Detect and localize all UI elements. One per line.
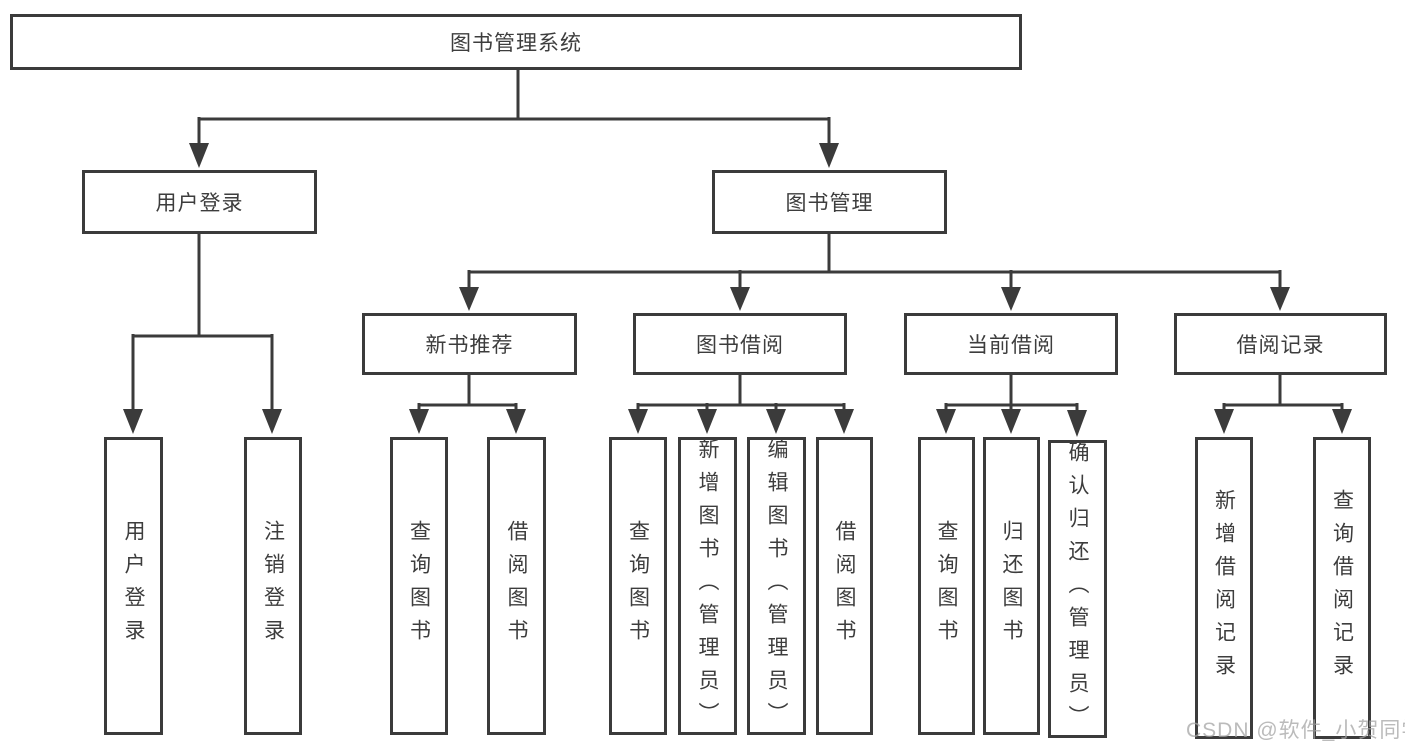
node-user-login: 用户登录 bbox=[82, 170, 317, 234]
leaf-br-add-record-label: 新增借阅记录 bbox=[1212, 489, 1236, 687]
leaf-user-login-label: 用户登录 bbox=[122, 520, 145, 652]
leaf-nbr-query-book: 查询图书 bbox=[390, 437, 448, 735]
node-current-borrow-label: 当前借阅 bbox=[967, 334, 1055, 357]
leaf-nbr-borrow-book: 借阅图书 bbox=[487, 437, 546, 735]
leaf-bb-query-book: 查询图书 bbox=[609, 437, 667, 735]
node-book-borrow-label: 图书借阅 bbox=[696, 334, 784, 357]
node-new-book-recommend: 新书推荐 bbox=[362, 313, 577, 375]
node-root-label: 图书管理系统 bbox=[450, 32, 582, 55]
leaf-bb-add-book-admin: 新增图书（管理员） bbox=[678, 437, 737, 735]
leaf-br-query-record-label: 查询借阅记录 bbox=[1330, 489, 1354, 687]
leaf-cb-return-book-label: 归还图书 bbox=[1000, 520, 1023, 652]
csdn-watermark: CSDN @软件_小贺同学 bbox=[1186, 719, 1405, 742]
leaf-bb-edit-book-admin: 编辑图书（管理员） bbox=[747, 437, 806, 735]
node-current-borrow: 当前借阅 bbox=[904, 313, 1118, 375]
node-root: 图书管理系统 bbox=[10, 14, 1022, 70]
leaf-bb-add-book-admin-label: 新增图书（管理员） bbox=[696, 437, 719, 735]
leaf-br-add-record: 新增借阅记录 bbox=[1195, 437, 1253, 739]
node-user-login-label: 用户登录 bbox=[155, 192, 244, 215]
leaf-cb-return-book: 归还图书 bbox=[983, 437, 1040, 735]
node-book-borrow: 图书借阅 bbox=[633, 313, 847, 375]
leaf-cb-confirm-return-admin-label: 确认归还（管理员） bbox=[1066, 440, 1089, 738]
node-new-book-recommend-label: 新书推荐 bbox=[425, 334, 514, 357]
leaf-logout: 注销登录 bbox=[244, 437, 302, 735]
leaf-nbr-query-book-label: 查询图书 bbox=[407, 520, 431, 652]
leaf-bb-borrow-book-label: 借阅图书 bbox=[833, 520, 856, 652]
leaf-logout-label: 注销登录 bbox=[261, 520, 285, 652]
node-borrow-records: 借阅记录 bbox=[1174, 313, 1387, 375]
node-book-management: 图书管理 bbox=[712, 170, 947, 234]
leaf-cb-query-book: 查询图书 bbox=[918, 437, 975, 735]
leaf-user-login: 用户登录 bbox=[104, 437, 163, 735]
node-book-management-label: 图书管理 bbox=[785, 192, 874, 215]
leaf-br-query-record: 查询借阅记录 bbox=[1313, 437, 1371, 739]
leaf-bb-query-book-label: 查询图书 bbox=[626, 520, 650, 652]
leaf-cb-query-book-label: 查询图书 bbox=[935, 520, 958, 652]
leaf-nbr-borrow-book-label: 借阅图书 bbox=[505, 520, 528, 652]
leaf-cb-confirm-return-admin: 确认归还（管理员） bbox=[1048, 440, 1107, 738]
leaf-bb-borrow-book: 借阅图书 bbox=[816, 437, 873, 735]
node-borrow-records-label: 借阅记录 bbox=[1236, 334, 1325, 357]
leaf-bb-edit-book-admin-label: 编辑图书（管理员） bbox=[765, 437, 788, 735]
